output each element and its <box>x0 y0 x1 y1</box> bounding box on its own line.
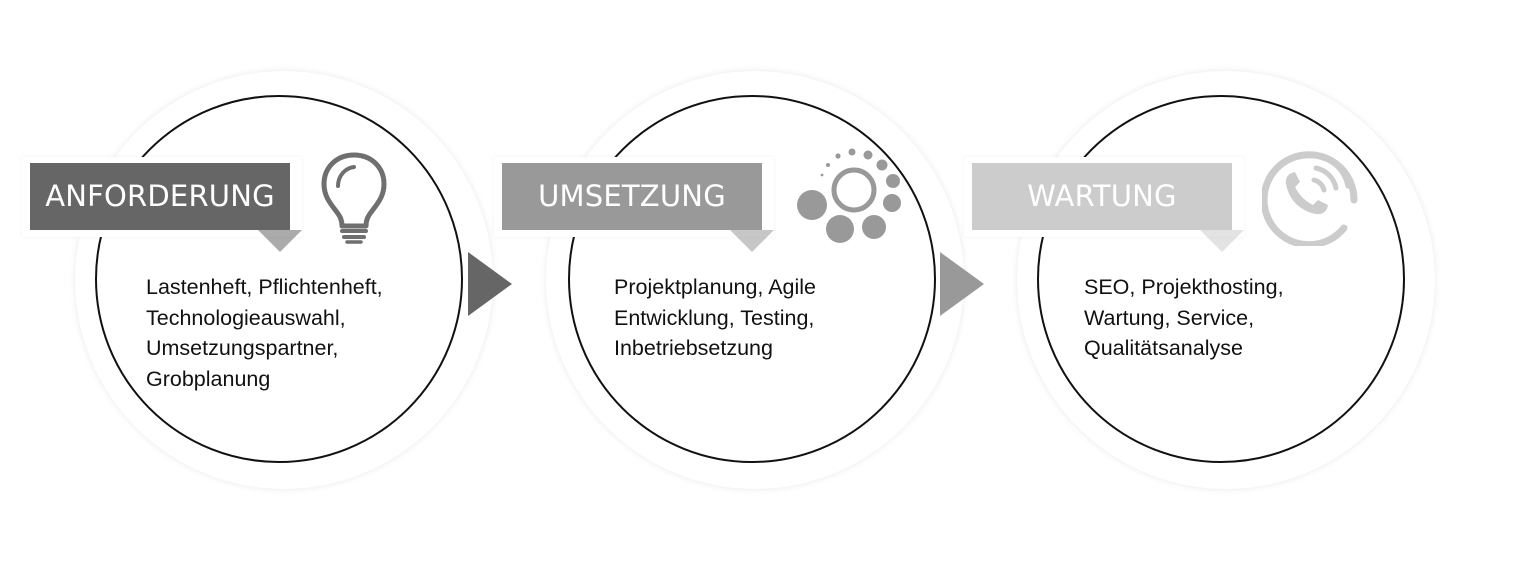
arrow-right-icon <box>468 252 512 316</box>
tab-fold <box>1200 230 1244 252</box>
phase-description: Projektplanung, Agile Entwicklung, Testi… <box>614 272 914 364</box>
phase-title: ANFORDERUNG <box>30 163 290 230</box>
lightbulb-icon <box>321 152 387 244</box>
circle-outline <box>1037 95 1405 463</box>
phase-title: WARTUNG <box>972 163 1232 230</box>
description-line: Technologieauswahl, <box>146 305 346 330</box>
description-line: Lastenheft, Pflichtenheft, <box>146 275 383 299</box>
phase-title: UMSETZUNG <box>502 163 762 230</box>
description-line: Inbetriebsetzung <box>614 336 773 360</box>
phase-description: SEO, Projekthosting, Wartung, Service, Q… <box>1084 272 1384 364</box>
tab-fold <box>258 230 302 252</box>
phase-description: Lastenheft, Pflichtenheft, Technologieau… <box>146 272 446 394</box>
description-line: Grobplanung <box>146 366 271 391</box>
arrow-right-icon <box>940 252 984 316</box>
circle-outline <box>568 95 936 463</box>
description-line: Projektplanung, Agile <box>614 275 817 299</box>
description-line: Wartung, Service, <box>1084 305 1255 330</box>
description-line: Entwicklung, Testing, <box>614 305 815 330</box>
description-line: SEO, Projekthosting, <box>1084 275 1284 299</box>
description-line: Umsetzungspartner, <box>146 336 339 360</box>
process-dots-icon <box>797 148 901 243</box>
tab-fold <box>730 230 774 252</box>
circle-outline <box>95 95 463 463</box>
phone-signal-icon <box>1262 151 1358 246</box>
description-line: Qualitätsanalyse <box>1084 336 1243 360</box>
